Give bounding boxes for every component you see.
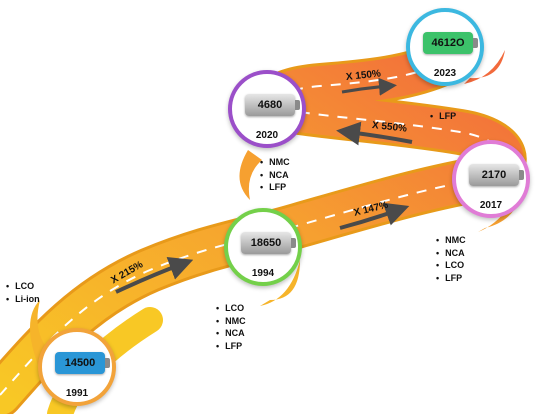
chemistry-list-2023: LFP: [430, 110, 456, 123]
ribbon-2020: [239, 150, 262, 200]
battery-terminal-icon: [519, 170, 524, 180]
chemistry-item: NCA: [216, 327, 246, 340]
year-label: 2020: [255, 130, 279, 141]
chemistry-item: NCA: [260, 169, 290, 182]
cell-2170: 2170: [469, 164, 524, 186]
arrow-1994-2017: [339, 202, 410, 230]
cell-14500: 14500: [55, 352, 110, 374]
cell-label: 14500: [64, 357, 96, 369]
cell-label: 18650: [250, 237, 282, 249]
chemistry-list-1994: LCO NMC NCA LFP: [216, 302, 246, 352]
year-label: 2017: [479, 200, 503, 211]
milestone-1991: 14500 1991: [38, 328, 116, 406]
milestone-2023: 4612O 2023: [406, 8, 484, 86]
chemistry-list-2017: NMC NCA LCO LFP: [436, 234, 466, 284]
chemistry-item: LFP: [436, 272, 466, 285]
cell-18650: 18650: [241, 232, 296, 254]
cell-4680: 4680: [245, 94, 300, 116]
chemistry-item: Li-ion: [6, 293, 40, 306]
cell-label: 2170: [481, 169, 507, 181]
chemistry-list-1991: LCO Li-ion: [6, 280, 40, 305]
year-label: 1994: [251, 268, 275, 279]
chemistry-item: NMC: [260, 156, 290, 169]
battery-terminal-icon: [473, 38, 478, 48]
chemistry-item: NMC: [436, 234, 466, 247]
chemistry-item: LFP: [260, 181, 290, 194]
year-label: 2023: [433, 68, 457, 79]
chemistry-list-2020: NMC NCA LFP: [260, 156, 290, 194]
arrow-1991-1994: [115, 256, 194, 294]
chemistry-item: NMC: [216, 315, 246, 328]
milestone-1994: 18650 1994: [224, 208, 302, 286]
battery-terminal-icon: [105, 358, 110, 368]
battery-terminal-icon: [291, 238, 296, 248]
chemistry-item: LCO: [436, 259, 466, 272]
ribbon-1991: [30, 300, 60, 370]
chemistry-item: NCA: [436, 247, 466, 260]
year-label: 1991: [65, 388, 89, 399]
milestone-2020: 4680 2020: [228, 70, 306, 148]
milestone-2017: 2170 2017: [452, 140, 530, 218]
arrow-2020-2023: [341, 77, 397, 96]
cell-label: 4612O: [431, 37, 465, 49]
chemistry-item: LFP: [430, 110, 456, 123]
chemistry-item: LFP: [216, 340, 246, 353]
ribbon-1994: [260, 260, 300, 306]
cell-4612O: 4612O: [423, 32, 478, 54]
chemistry-item: LCO: [216, 302, 246, 315]
cell-label: 4680: [257, 99, 283, 111]
battery-terminal-icon: [295, 100, 300, 110]
ribbon-2023: [464, 50, 505, 84]
arrow-2017-2020: [336, 121, 413, 146]
chemistry-item: LCO: [6, 280, 40, 293]
